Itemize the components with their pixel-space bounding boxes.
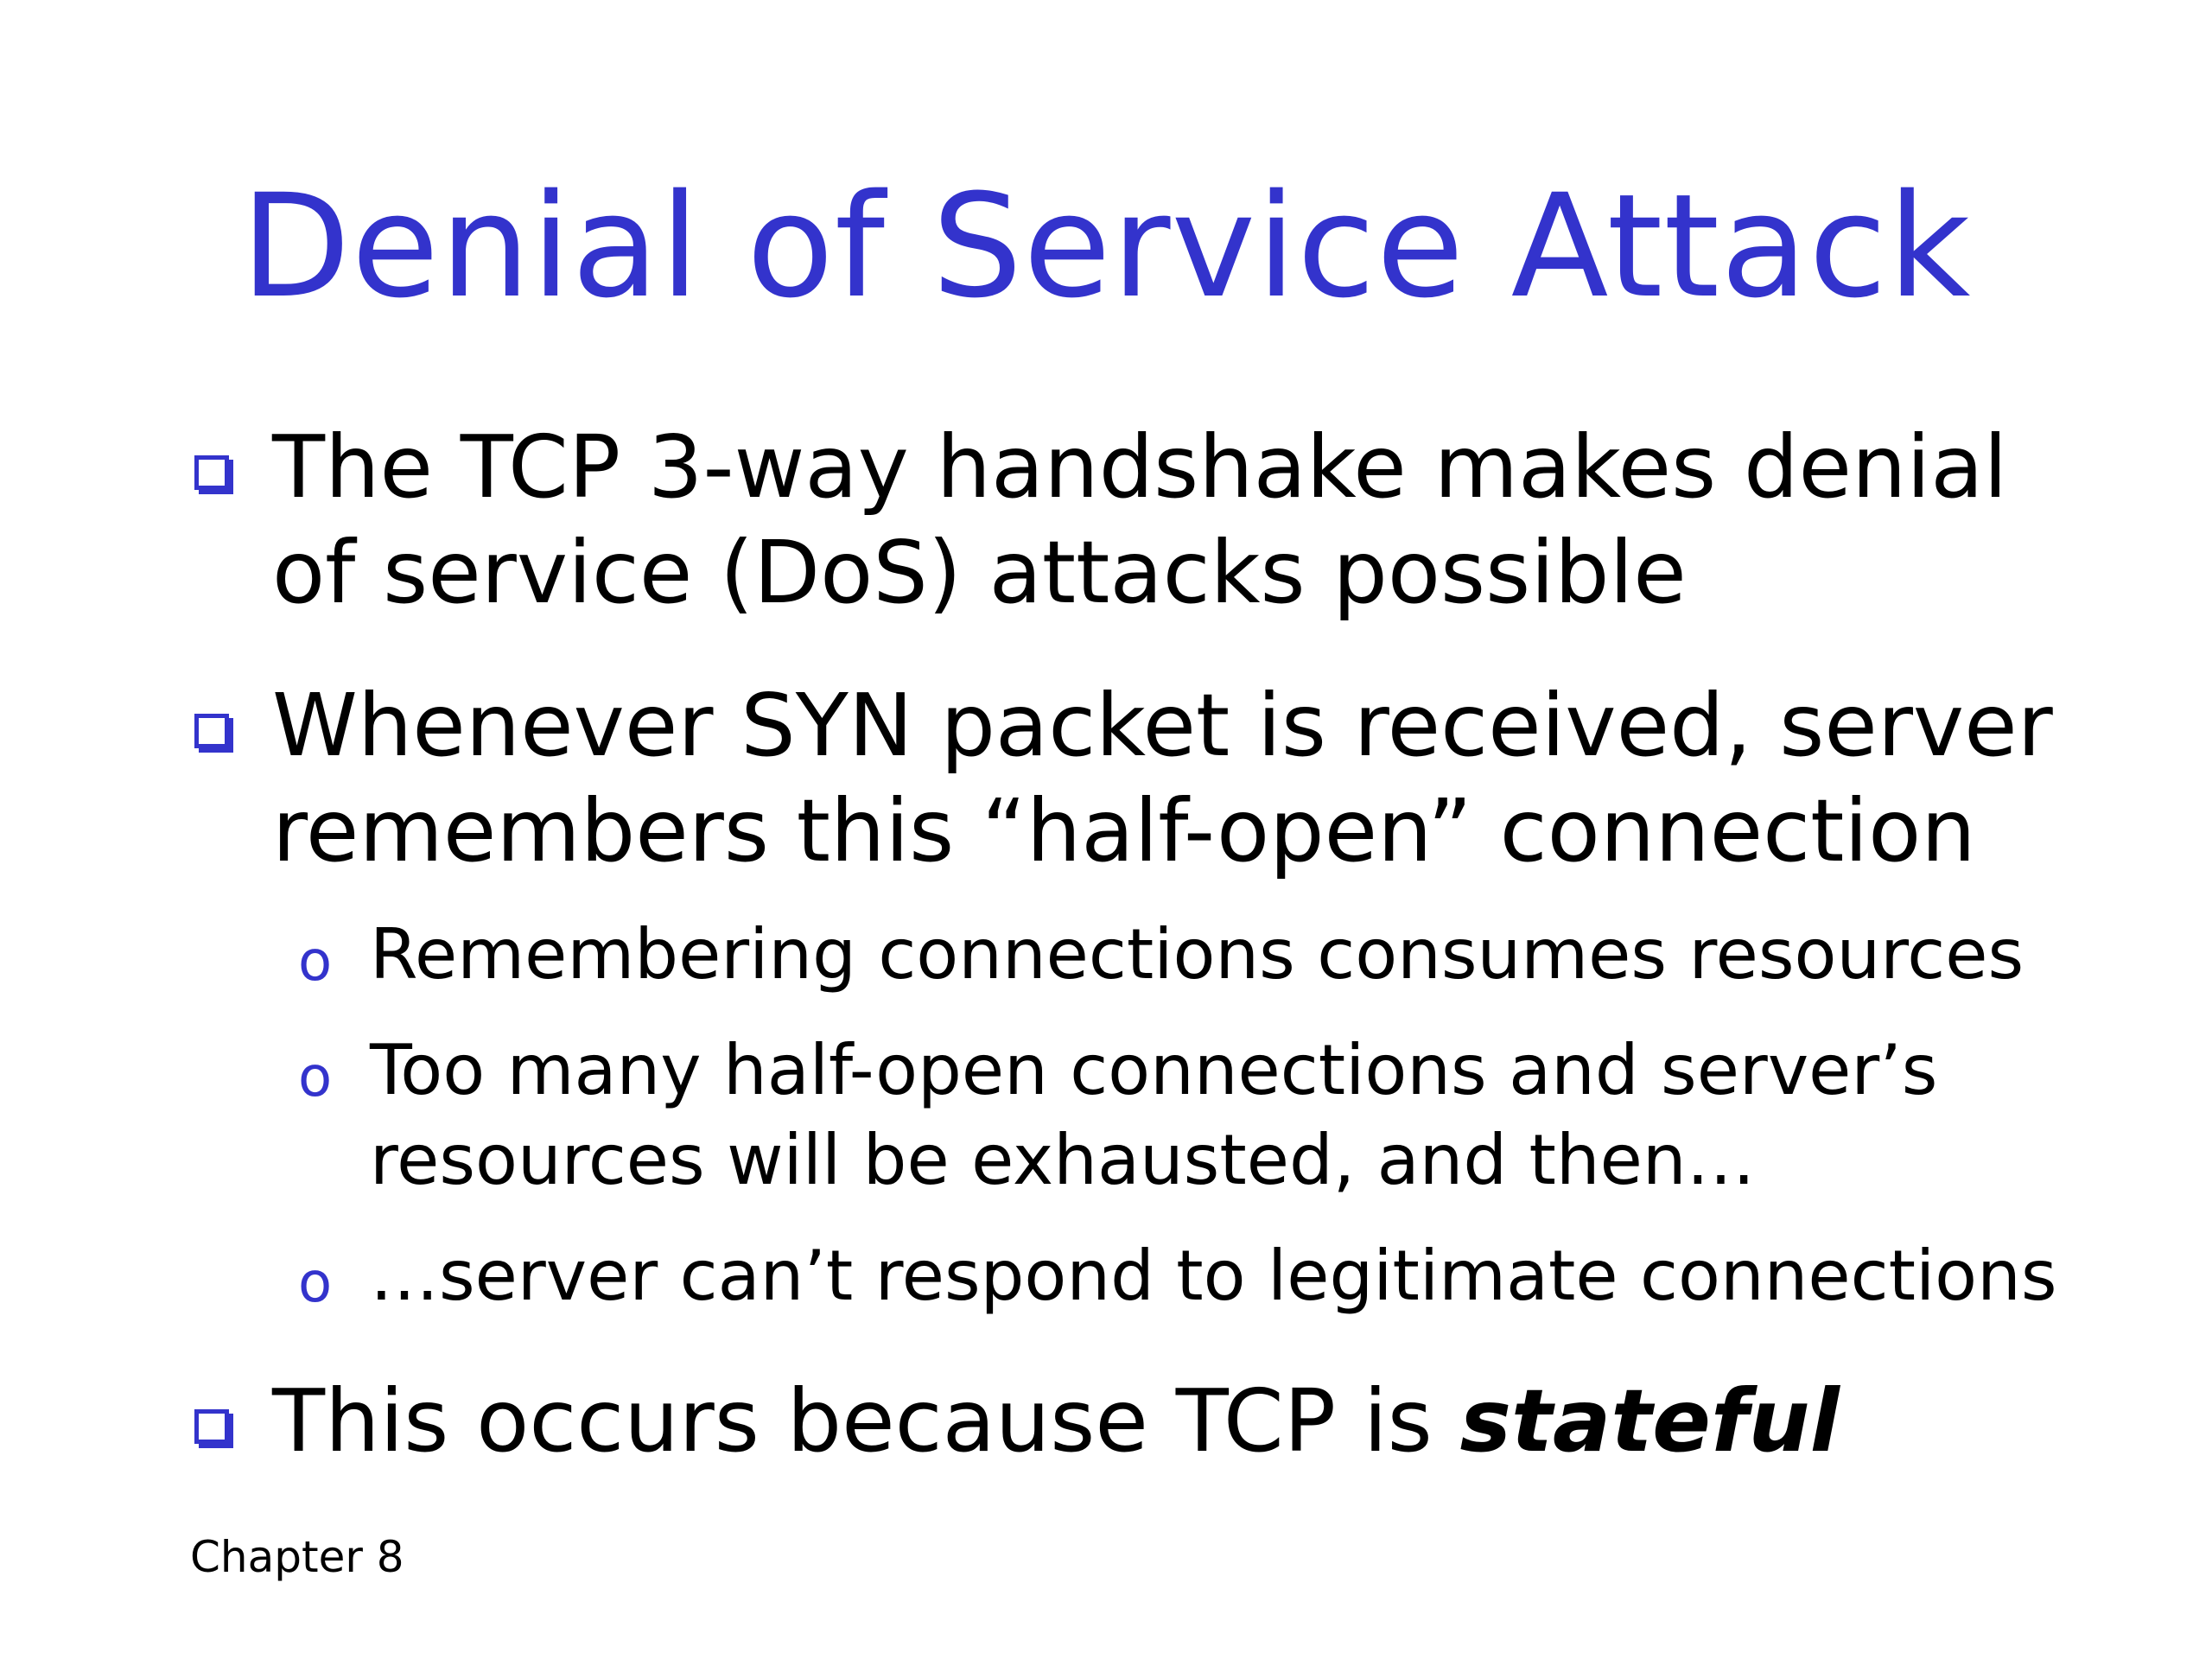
hollow-square-bullet-icon	[194, 455, 229, 490]
bullet-item: The TCP 3-way handshake makes denial of …	[186, 415, 2087, 626]
sub-bullet-text: Remembering connections consumes resourc…	[370, 914, 2024, 995]
sub-bullet-item: o …server can’t respond to legitimate co…	[186, 1231, 2087, 1321]
hollow-square-bullet-icon	[194, 1409, 229, 1444]
sub-bullet-text: Too many half-open connections and serve…	[370, 1030, 1938, 1200]
hollow-square-bullet-icon	[194, 714, 229, 748]
bullet-text: The TCP 3-way handshake makes denial of …	[272, 416, 2008, 623]
emphasis-stateful: stateful	[1459, 1370, 1840, 1471]
bullet-text: Whenever SYN packet is received, server …	[272, 675, 2053, 881]
sub-bullet-item: o Remembering connections consumes resou…	[186, 910, 2087, 1000]
circle-o-bullet-icon: o	[298, 1046, 333, 1109]
sub-bullet-text: …server can’t respond to legitimate conn…	[370, 1236, 2057, 1316]
bullet-text: This occurs because TCP is	[272, 1370, 1460, 1471]
circle-o-bullet-icon: o	[298, 1251, 333, 1315]
sub-bullet-item: o Too many half-open connections and ser…	[186, 1026, 2087, 1205]
footer-chapter-label: Chapter 8	[190, 1532, 404, 1582]
bullet-item: This occurs because TCP is stateful	[186, 1369, 2087, 1474]
circle-o-bullet-icon: o	[298, 930, 333, 994]
bullet-list: The TCP 3-way handshake makes denial of …	[186, 415, 2087, 1474]
slide-title: Denial of Service Attack	[240, 163, 1972, 329]
bullet-item: Whenever SYN packet is received, server …	[186, 673, 2087, 884]
